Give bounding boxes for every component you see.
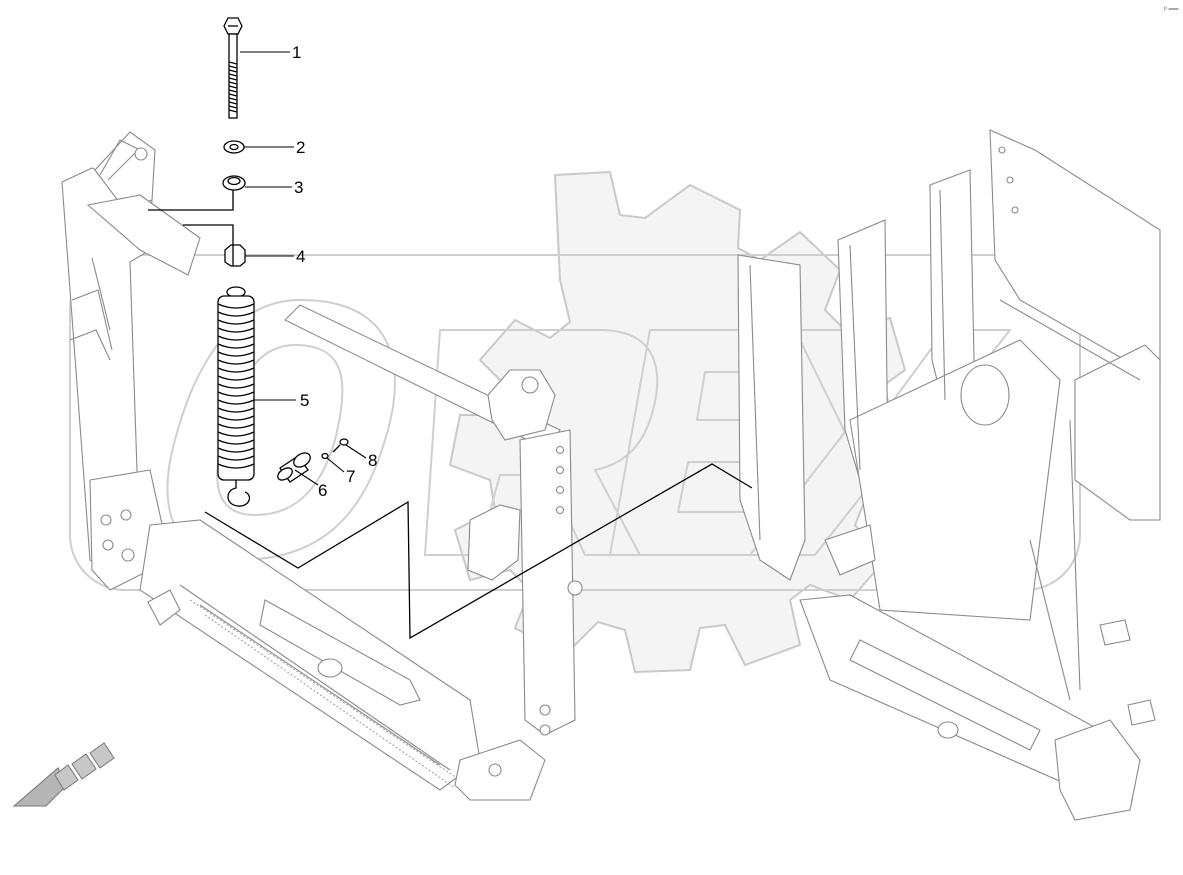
callout-3: 3 xyxy=(294,178,303,197)
exploded-parts xyxy=(217,17,349,507)
callout-8: 8 xyxy=(368,451,377,470)
post-lug xyxy=(567,580,583,596)
lower-slot xyxy=(259,599,421,706)
callout-labels: 1 2 3 4 5 6 7 8 xyxy=(292,43,377,500)
left-top-beam xyxy=(86,194,201,276)
bolt-thread xyxy=(228,61,238,113)
right-plate xyxy=(1074,344,1161,521)
callout-1: 1 xyxy=(292,43,301,62)
spring-bottom-hook xyxy=(227,480,251,507)
left-frame-hole xyxy=(134,147,148,161)
assembly-reference-line-2 xyxy=(183,224,234,248)
part-2-washer xyxy=(223,140,245,154)
post-hole xyxy=(555,445,565,455)
plate-hole xyxy=(102,539,114,551)
left-frame xyxy=(61,131,481,791)
assembly-reference-line xyxy=(148,190,234,211)
arrow-step xyxy=(89,742,115,769)
part-6-pin xyxy=(277,452,311,483)
plate-hole xyxy=(120,509,132,521)
right-lower-hole xyxy=(937,721,959,739)
center-bracket-hole xyxy=(521,376,539,394)
part-1-bolt xyxy=(223,17,243,119)
center-post xyxy=(519,429,576,736)
rail-hole xyxy=(1006,176,1014,184)
side-panel-hole xyxy=(960,364,1010,426)
assembly-zigzag-line xyxy=(204,463,753,640)
post-hole xyxy=(555,465,565,475)
corner-mark: ᵖ ══ xyxy=(1164,6,1179,13)
right-foot xyxy=(1054,719,1141,821)
part-5-spring xyxy=(217,286,255,507)
arrow-step xyxy=(54,764,79,791)
plate-hole xyxy=(100,514,112,526)
callout-6: 6 xyxy=(318,481,327,500)
leader-8 xyxy=(345,444,367,459)
leader-6 xyxy=(294,469,319,486)
part-8-screw xyxy=(332,438,349,453)
arrow-step xyxy=(71,753,97,780)
right-lug xyxy=(824,524,876,576)
part-7-washer xyxy=(321,452,329,460)
center-hook xyxy=(467,504,521,581)
right-lower-slot xyxy=(849,639,1041,751)
lower-beam-hole xyxy=(317,658,343,678)
plate-hole xyxy=(121,548,135,562)
lower-bracket xyxy=(147,589,181,626)
post-hole xyxy=(555,485,565,495)
foot-hole xyxy=(539,724,551,736)
right-arm-front xyxy=(737,254,806,581)
post-hole xyxy=(555,505,565,515)
leader-7 xyxy=(326,457,345,473)
lower-beam-hidden xyxy=(189,599,461,789)
rail-hole xyxy=(1011,206,1019,214)
callout-7: 7 xyxy=(346,467,355,486)
callout-4: 4 xyxy=(296,247,305,266)
direction-arrow-icon xyxy=(12,742,115,807)
left-frame-bracket-detail xyxy=(69,139,141,361)
lower-beam-edge xyxy=(179,584,451,771)
foot-hole xyxy=(488,763,502,777)
right-cylinder xyxy=(1099,619,1131,646)
right-assembly xyxy=(737,129,1161,821)
spring-coils xyxy=(217,303,255,469)
callout-2: 2 xyxy=(296,138,305,157)
callout-5: 5 xyxy=(300,391,309,410)
rail-hole xyxy=(998,146,1006,154)
foot-hole xyxy=(539,704,551,716)
right-cylinder-2 xyxy=(1127,699,1156,726)
part-3-lock-washer xyxy=(222,175,246,191)
part-4-nut xyxy=(224,244,246,267)
center-bracket xyxy=(487,369,556,441)
screw-shank xyxy=(332,444,341,453)
leader-lines xyxy=(240,51,367,486)
center-frame xyxy=(284,304,583,801)
right-assembly-lines xyxy=(749,189,1141,701)
right-side-panel xyxy=(849,339,1061,621)
